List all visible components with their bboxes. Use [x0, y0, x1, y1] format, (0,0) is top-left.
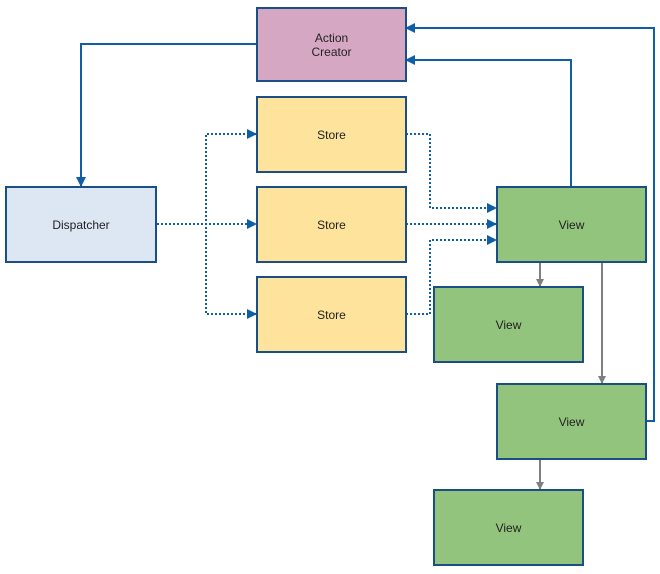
arrow-view-to-action-creator	[405, 55, 572, 186]
view-box-grandchild: View	[433, 489, 584, 566]
store-box-3: Store	[256, 276, 407, 353]
dispatcher-label: Dispatcher	[52, 217, 110, 232]
view-label-child-1: View	[495, 317, 522, 332]
action-creator-box: Action Creator	[256, 7, 407, 82]
store-label-1: Store	[317, 127, 346, 142]
arrow-store-3-to-view	[406, 235, 497, 315]
view-label-grandchild: View	[495, 520, 522, 535]
action-creator-label: Action Creator	[311, 30, 352, 59]
arrow-view-child-2-to-action-creator	[405, 23, 655, 422]
store-box-1: Store	[256, 96, 407, 173]
store-box-2: Store	[256, 186, 407, 263]
store-label-2: Store	[317, 217, 346, 232]
arrow-dispatcher-to-store-3	[157, 223, 257, 319]
view-box-child-1: View	[433, 286, 584, 363]
store-label-3: Store	[317, 307, 346, 322]
view-label-main: View	[558, 217, 585, 232]
arrow-action-to-dispatcher	[76, 43, 256, 187]
view-box-main: View	[496, 186, 647, 263]
arrow-dispatcher-to-store-1	[157, 129, 257, 225]
arrow-store-1-to-view	[406, 133, 497, 213]
dispatcher-box: Dispatcher	[5, 186, 157, 263]
view-box-child-2: View	[496, 383, 647, 460]
view-label-child-2: View	[558, 414, 585, 429]
